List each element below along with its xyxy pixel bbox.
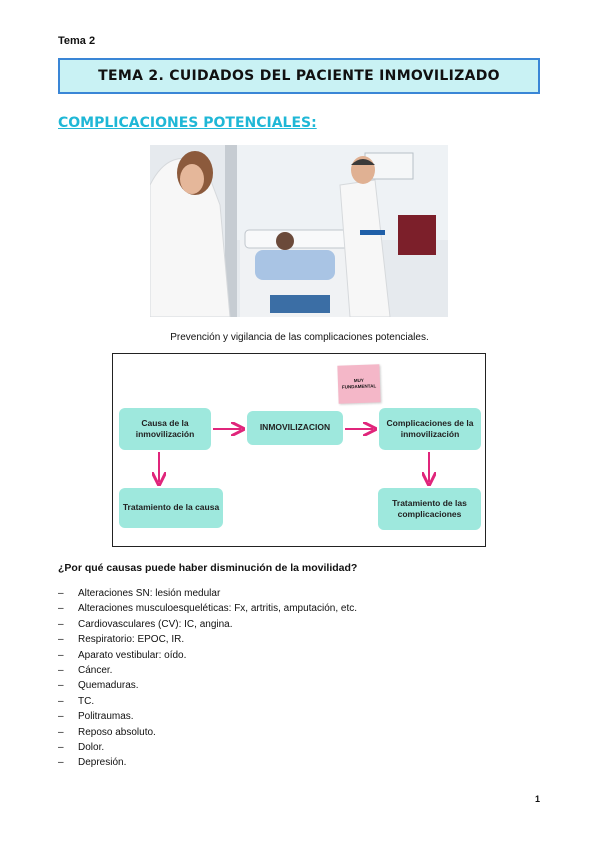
causes-question: ¿Por qué causas puede haber disminución … xyxy=(58,562,358,574)
list-dash: – xyxy=(58,649,64,661)
list-item-text: TC. xyxy=(78,695,95,707)
list-item-text: Respiratorio: EPOC, IR. xyxy=(78,634,185,646)
title-banner: TEMA 2. CUIDADOS DEL PACIENTE INMOVILIZA… xyxy=(58,58,540,94)
list-item-text: Dolor. xyxy=(78,741,105,753)
list-dash: – xyxy=(58,711,64,723)
list-item: – Alteraciones SN: lesión medular xyxy=(58,586,357,601)
box-complicaciones: Complicaciones de la inmovilización xyxy=(379,408,481,450)
list-item: – Respiratorio: EPOC, IR. xyxy=(58,632,357,647)
list-dash: – xyxy=(58,588,64,599)
list-item: – Cáncer. xyxy=(58,663,357,678)
list-item: – Reposo absoluto. xyxy=(58,725,357,740)
box-causa-inmovilizacion: Causa de la inmovilización xyxy=(119,408,211,450)
list-dash: – xyxy=(58,680,64,692)
box-tratamiento-complicaciones: Tratamiento de las complicaciones xyxy=(378,488,481,530)
list-dash: – xyxy=(58,757,64,769)
list-dash: – xyxy=(58,618,64,630)
hospital-photo xyxy=(150,145,448,317)
box-inmovilizacion: INMOVILIZACION xyxy=(247,411,343,445)
list-item-text: Cardiovasculares (CV): IC, angina. xyxy=(78,618,233,630)
list-dash: – xyxy=(58,726,64,738)
list-dash: – xyxy=(58,664,64,676)
list-item: – Alteraciones musculoesqueléticas: Fx, a… xyxy=(58,601,357,616)
list-item: – Dolor. xyxy=(58,740,357,755)
list-item-text: Quemaduras. xyxy=(78,680,139,692)
photo-caption: Prevención y vigilancia de las complicac… xyxy=(170,332,429,343)
list-dash: – xyxy=(58,603,64,615)
causes-list: – Alteraciones SN: lesión medular – Altera… xyxy=(58,586,357,771)
section-heading: COMPLICACIONES POTENCIALES: xyxy=(58,115,317,131)
flow-diagram: MUY FUNDAMENTAL Causa de la inmovilizaci… xyxy=(112,353,486,547)
list-item-text: Alteraciones musculoesqueléticas: Fx, ar… xyxy=(78,603,358,615)
list-item: – Quemaduras. xyxy=(58,678,357,693)
page-number: 1 xyxy=(535,794,541,804)
sticky-note: MUY FUNDAMENTAL xyxy=(337,364,381,404)
header-label: Tema 2 xyxy=(58,35,96,47)
list-item-text: Cáncer. xyxy=(78,664,113,676)
list-item-text: Reposo absoluto. xyxy=(78,726,156,738)
list-item-text: Alteraciones SN: lesión medular xyxy=(78,588,221,599)
list-item-text: Aparato vestibular: oído. xyxy=(78,649,187,661)
list-item-text: Politraumas. xyxy=(78,711,134,723)
list-dash: – xyxy=(58,634,64,646)
list-dash: – xyxy=(58,741,64,753)
list-dash: – xyxy=(58,695,64,707)
list-item: – Depresión. xyxy=(58,755,357,770)
list-item-text: Depresión. xyxy=(78,757,127,769)
list-item: – TC. xyxy=(58,694,357,709)
page-title: TEMA 2. CUIDADOS DEL PACIENTE INMOVILIZA… xyxy=(98,68,500,84)
list-item: – Cardiovasculares (CV): IC, angina. xyxy=(58,617,357,632)
list-item: – Aparato vestibular: oído. xyxy=(58,648,357,663)
list-item: – Politraumas. xyxy=(58,709,357,724)
box-tratamiento-causa: Tratamiento de la causa xyxy=(119,488,223,528)
hospital-scene-illustration xyxy=(150,145,448,317)
